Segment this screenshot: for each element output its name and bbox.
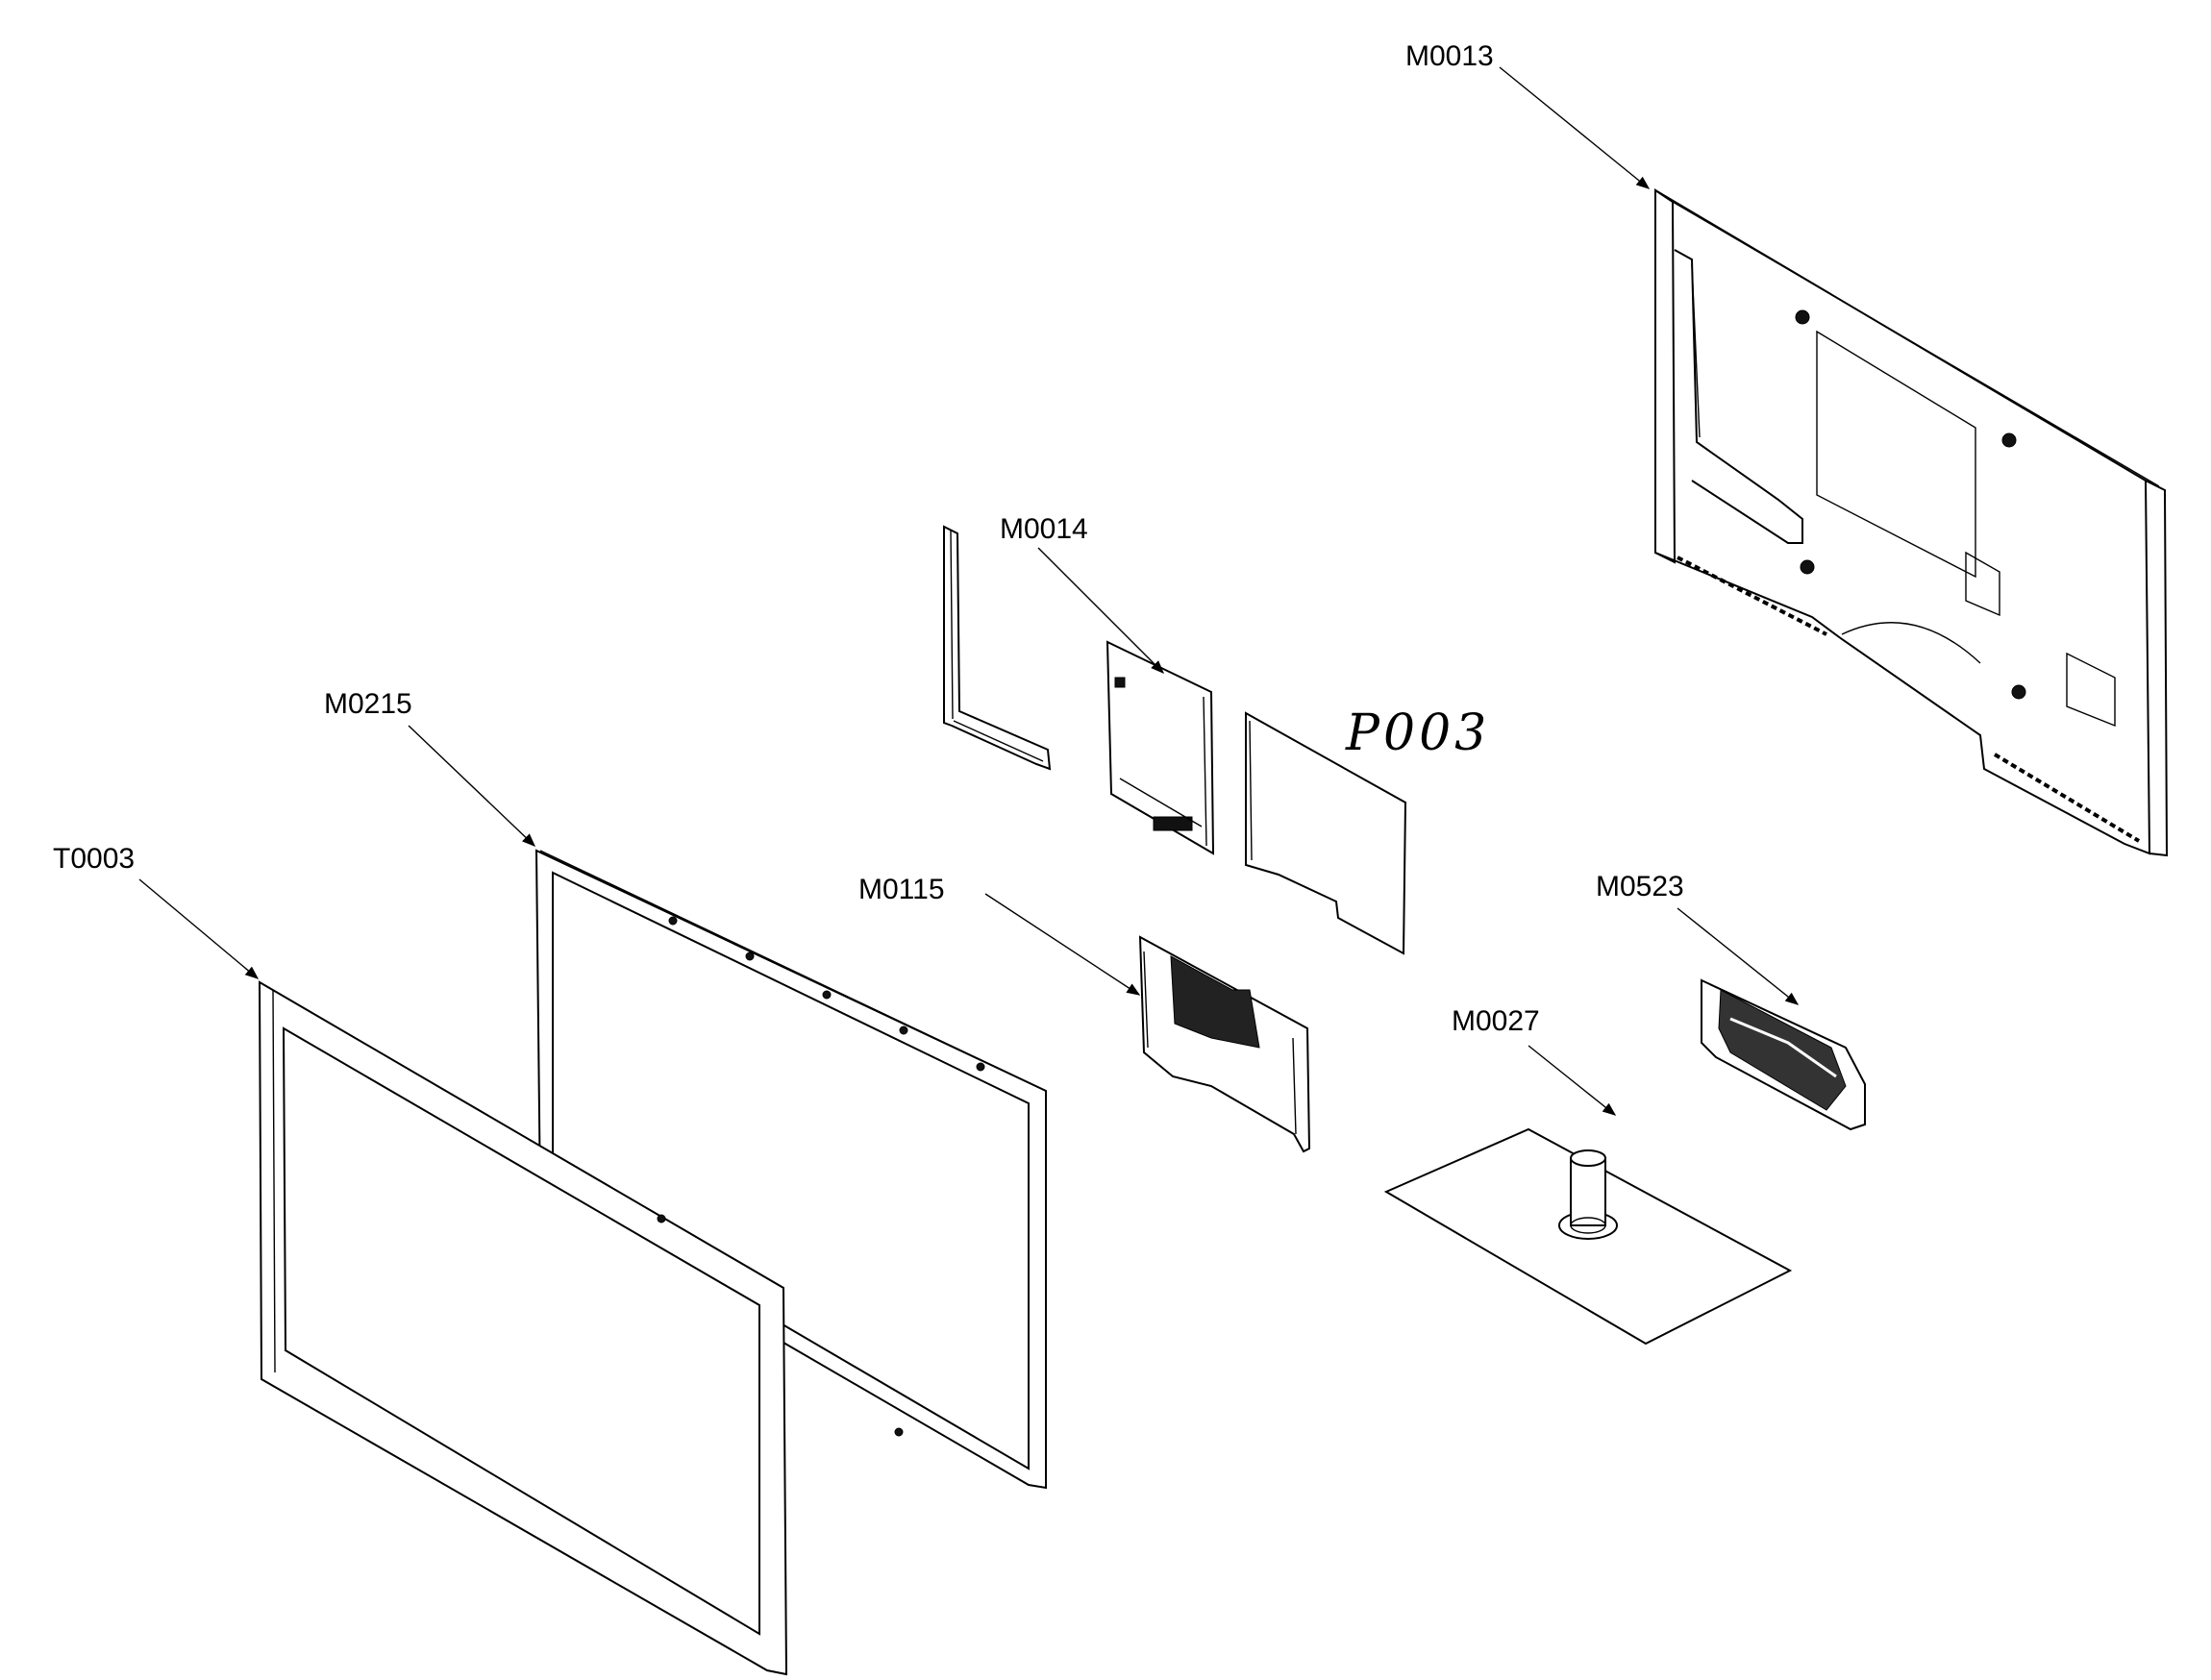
pcb-board-part <box>1245 711 1407 955</box>
rear-cover-label: M0013 <box>1405 40 1494 72</box>
panel-frame-leader <box>408 725 536 847</box>
front-bezel-part <box>258 980 788 1676</box>
bracket-label: M0115 <box>858 874 945 905</box>
front-bezel-leader <box>138 878 260 979</box>
pcb-board-label: P003 <box>1345 704 1490 762</box>
panel-frame-part <box>534 849 1047 1490</box>
panel-frame-label: M0215 <box>324 688 412 720</box>
rear-cover-part <box>1654 188 2169 857</box>
small-board-leader <box>1037 547 1164 674</box>
stand-neck-part <box>1701 978 1866 1131</box>
stand-neck-leader <box>1677 907 1800 1005</box>
stand-neck-label: M0523 <box>1596 871 1684 902</box>
small-board-part <box>1106 640 1215 855</box>
stand-base-leader <box>1528 1045 1617 1116</box>
bracket-part <box>1138 935 1311 1153</box>
bracket-leader <box>984 893 1141 996</box>
front-bezel-label: T0003 <box>53 843 135 875</box>
stand-base-part <box>1383 1127 1793 1346</box>
stand-base-label: M0027 <box>1452 1005 1540 1037</box>
side-bracket-part <box>943 525 1052 771</box>
small-board-label: M0014 <box>1000 513 1088 545</box>
rear-cover-leader <box>1499 66 1651 189</box>
